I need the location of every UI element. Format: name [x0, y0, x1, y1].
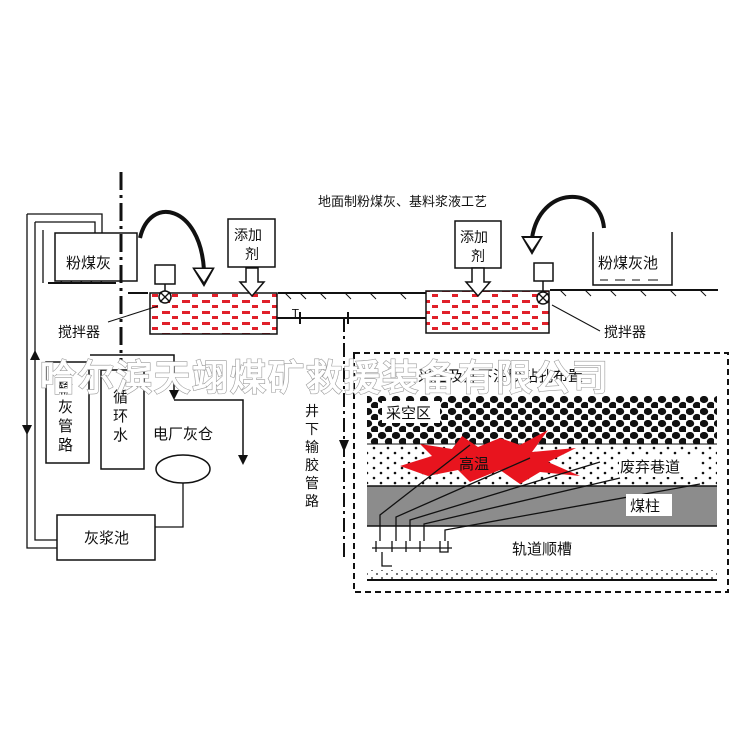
connecting-pipe — [277, 312, 426, 324]
right-ash-pool — [592, 232, 673, 286]
silo-feed-line — [90, 354, 244, 462]
abandoned-roadway-bg — [619, 455, 699, 477]
rail-chute-label: 轨道顺槽 — [512, 540, 572, 558]
drill-holes — [372, 444, 701, 567]
slurry-pool-label: 灰浆池 — [84, 529, 129, 547]
ash-pipe-char-3: 路 — [58, 436, 73, 454]
circ-water-char-0: 循 — [113, 388, 128, 406]
additive-left-line1: 添加 — [234, 228, 262, 244]
power-plant-silo-label: 电厂灰仓 — [153, 425, 213, 443]
coal-pillar-label: 煤柱 — [630, 497, 660, 515]
section-title: 采区及井下注胶钻孔布置 — [418, 367, 583, 385]
return-loop — [26, 213, 103, 549]
ground-surface — [48, 282, 718, 294]
abandoned-roadway-label: 废弃巷道 — [620, 458, 680, 476]
goaf-label-bg — [382, 401, 440, 423]
circulating-water-box — [100, 369, 145, 470]
high-temp-fire — [400, 430, 580, 484]
underground-pipe-label: 井 下 输 胶 管 路 — [305, 404, 319, 510]
additive-right-box — [454, 220, 502, 269]
mixer-right-label: 搅拌器 — [604, 325, 646, 341]
additive-left-line2: 剂 — [245, 247, 259, 263]
goaf-label: 采空区 — [386, 404, 431, 422]
right-mixing-tank — [425, 290, 550, 334]
coal-pillar-bg — [626, 494, 672, 516]
svg-text:管: 管 — [305, 476, 319, 492]
layer-bottom — [367, 570, 717, 580]
slurry-pool — [56, 514, 156, 561]
right-feed-arrow — [530, 194, 606, 239]
svg-text:井: 井 — [305, 404, 319, 420]
ash-pipe-char-2: 管 — [58, 417, 73, 435]
ash-pipe-box — [45, 361, 90, 464]
additive-left-arrow — [238, 267, 266, 298]
mixer-left-label: 搅拌器 — [58, 325, 100, 341]
pipe-t1: T — [291, 307, 299, 320]
left-mixer-motor — [154, 264, 176, 285]
left-feed-arrow — [138, 210, 206, 271]
svg-text:输: 输 — [305, 440, 319, 456]
process-title: 地面制粉煤灰、基料浆液工艺 — [318, 195, 487, 210]
left-ash-bin — [54, 232, 138, 282]
right-ash-pool-label: 粉煤灰池 — [598, 254, 658, 272]
additive-right-arrow — [464, 267, 492, 298]
circ-water-char-1: 环 — [113, 407, 128, 425]
ash-pipe-char-1: 灰 — [58, 398, 73, 416]
high-temp-label: 高温 — [459, 455, 489, 473]
circ-water-char-2: 水 — [113, 426, 128, 444]
ash-pipe-char-0: 输 — [58, 379, 73, 397]
right-mixer-motor — [533, 262, 554, 282]
additive-right-line1: 添加 — [460, 230, 488, 246]
left-mixing-tank — [149, 292, 278, 335]
svg-text:胶: 胶 — [305, 457, 319, 474]
additive-right-line2: 剂 — [471, 249, 485, 265]
svg-text:路: 路 — [305, 494, 319, 510]
additive-left-box — [227, 218, 276, 268]
left-ash-bin-label: 粉煤灰 — [66, 254, 111, 272]
company-watermark: 哈尔滨天翊煤矿救援装备有限公司 — [40, 358, 610, 399]
silo-tank — [155, 454, 211, 484]
svg-text:下: 下 — [305, 422, 319, 438]
